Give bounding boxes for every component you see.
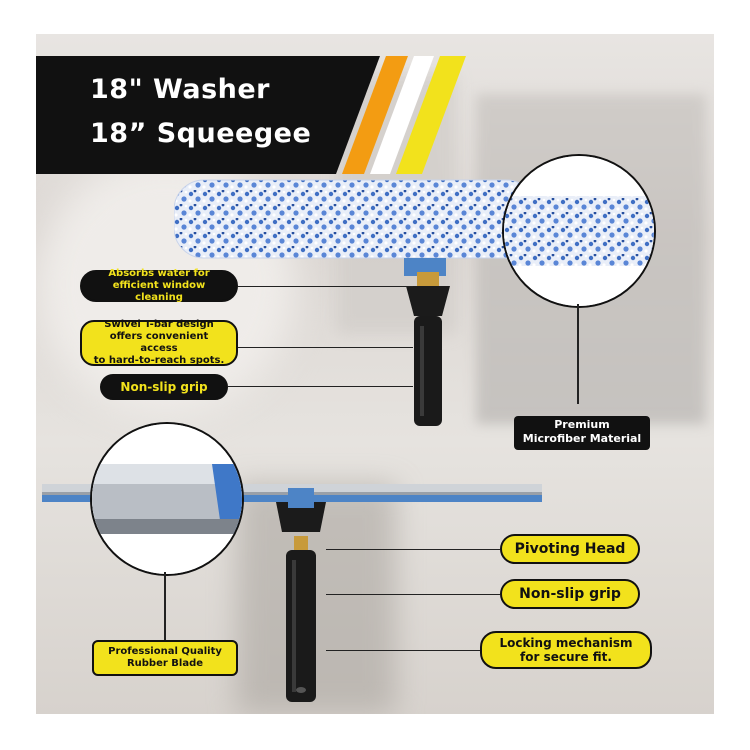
callout-absorbs-line2: efficient window cleaning [112, 280, 206, 303]
banner-shape [36, 56, 466, 174]
title-banner: 18" Washer 18” Squeegee [36, 56, 466, 174]
banner-title-line1: 18" Washer [90, 74, 270, 105]
callout-pivot-label: Pivoting Head [514, 540, 626, 557]
connector-line-grip-bottom [326, 594, 500, 595]
connector-line-absorbs [238, 286, 413, 287]
connector-line-locking [326, 650, 480, 651]
callout-grip-top-label: Non-slip grip [120, 379, 208, 394]
connector-line-grip-top [228, 386, 413, 387]
callout-grip-bottom: Non-slip grip [500, 579, 640, 609]
connector-line-blade [164, 572, 166, 642]
callout-swivel-line2: offers convenient access [109, 331, 209, 354]
callout-blade-line2: Rubber Blade [126, 658, 204, 669]
callout-blade-line1: Professional Quality [108, 646, 222, 657]
callout-grip-top: Non-slip grip [100, 374, 228, 400]
callout-absorbs: Absorbs water for efficient window clean… [80, 268, 238, 303]
callout-locking-line1: Locking mechanism [499, 635, 633, 650]
product-image-frame: 18" Washer 18” Squeegee [36, 34, 714, 714]
connector-line-premium [577, 304, 579, 404]
connector-line-pivot [326, 549, 500, 550]
connector-line-swivel [238, 347, 413, 348]
callout-locking: Locking mechanism for secure fit. [480, 631, 652, 669]
callout-grip-bottom-label: Non-slip grip [519, 585, 621, 602]
callout-blade: Professional Quality Rubber Blade [92, 640, 238, 676]
callout-swivel-line1: Swivel T-bar design [104, 319, 214, 330]
callout-swivel: Swivel T-bar design offers convenient ac… [80, 319, 238, 366]
callout-pivot: Pivoting Head [500, 534, 640, 564]
microfiber-closeup-icon [502, 154, 656, 308]
callout-absorbs-line1: Absorbs water for [108, 268, 210, 279]
rubber-blade-closeup-icon [90, 422, 244, 576]
banner-title-line2: 18” Squeegee [90, 118, 312, 149]
callout-locking-line2: for secure fit. [520, 650, 612, 664]
callout-swivel-line3: to hard-to-reach spots. [93, 355, 225, 366]
callout-premium: Premium Microfiber Material [514, 416, 650, 450]
microfiber-washer-icon [174, 179, 537, 426]
callout-premium-line1: Premium [554, 418, 610, 431]
callout-premium-line2: Microfiber Material [522, 432, 642, 446]
